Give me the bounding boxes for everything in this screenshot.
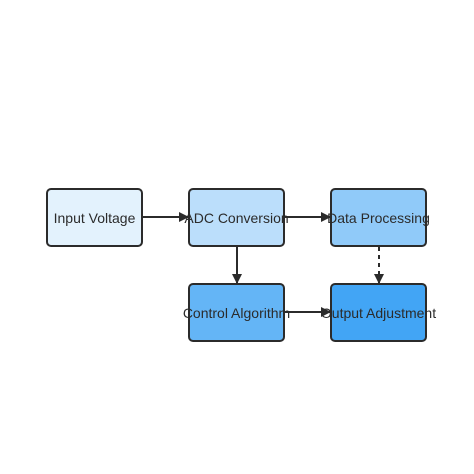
node-data-processing: Data Processing [327, 188, 430, 247]
node-input-voltage: Input Voltage [46, 188, 143, 247]
node-label: Input Voltage [53, 209, 136, 226]
node-label: Data Processing [327, 209, 430, 226]
node-adc-conversion: ADC Conversion [184, 188, 289, 247]
node-output-adjustment: Output Adjustment [321, 283, 436, 342]
node-control-algorithm: Control Algorithm [183, 283, 290, 342]
node-label: Control Algorithm [182, 304, 291, 321]
node-label: Output Adjustment [320, 304, 437, 321]
node-label: ADC Conversion [184, 209, 289, 226]
